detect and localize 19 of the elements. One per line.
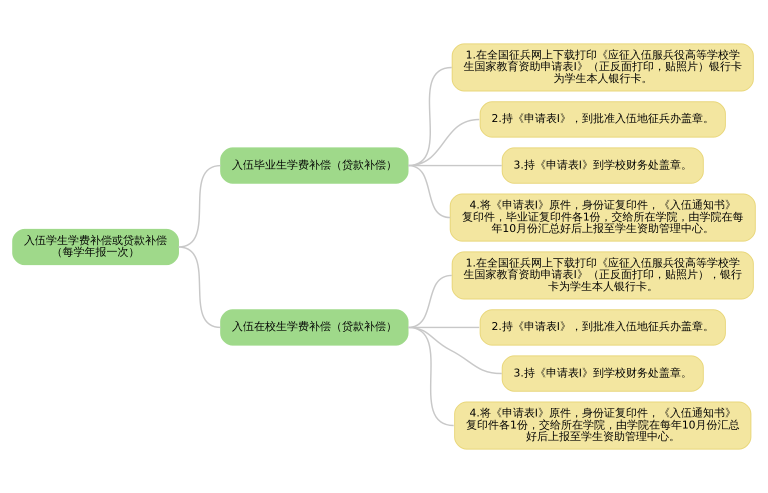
node-box: 3.持《申请表Ⅰ》到学校财务处盖章。 [502,355,704,392]
node-box: 入伍毕业生学费补偿（贷款补偿） [220,147,409,184]
node-box: 3.持《申请表Ⅰ》到学校财务处盖章。 [502,147,704,184]
node-box: 4.将《申请表Ⅰ》原件，身份证复印件，《入伍通知书》复印件，毕业证复印件各1份，交给所在学院，由学院在每年10月份汇总好后上报至学生资助管理中心。 [450,194,756,242]
node-box: 入伍在校生学费补偿（贷款补偿） [220,309,409,346]
node-box: 1.在全国征兵网上下载打印《应征入伍服兵役高等学校学生国家教育资助申请表Ⅰ》（正反面打印，贴照片），银行卡为学生本人银行卡。 [452,251,754,300]
node-box: 入伍学生学费补偿或贷款补偿（每学年报一次） [12,228,179,266]
node-box: 4.将《申请表Ⅰ》原件，身份证复印件，《入伍通知书》复印件各1份，交给所在学院，由学院在每年10月份汇总好后上报至学生资助管理中心。 [454,402,752,450]
connector [408,326,480,328]
connector [408,118,480,166]
node-box: 2.持《申请表Ⅰ》，到批准入伍地征兵办盖章。 [480,101,726,138]
connector [178,164,221,248]
node-box: 2.持《申请表Ⅰ》，到批准入伍地征兵办盖章。 [480,309,726,346]
connector [408,66,452,166]
connector [408,164,450,218]
node-box: 1.在全国征兵网上下载打印《应征入伍服兵役高等学校学生国家教育资助申请表Ⅰ》（正反面打印，贴照片）银行卡为学生本人银行卡。 [452,43,754,92]
connector [178,246,221,328]
connector [408,326,454,426]
connector [408,326,502,374]
